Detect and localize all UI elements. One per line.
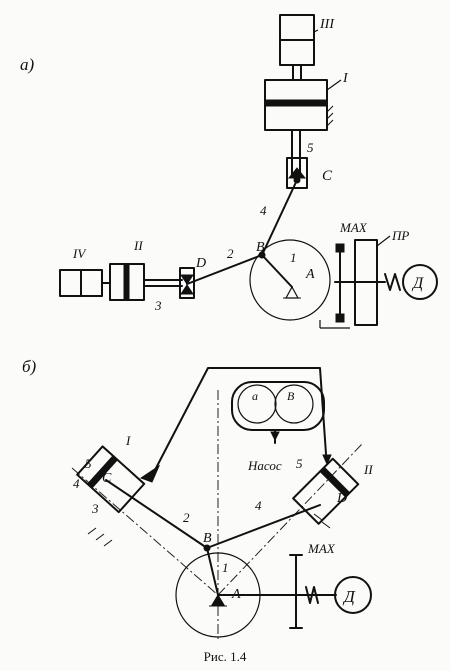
label-PR-a: ПР xyxy=(391,228,409,243)
spring-a xyxy=(384,273,401,291)
rod-4 xyxy=(261,179,298,256)
crank-disk-a xyxy=(249,239,331,321)
label-C-b: C xyxy=(102,471,112,486)
label-D-a: D xyxy=(195,256,206,271)
figure-caption: Рис. 1.4 xyxy=(204,649,247,664)
label-2-a: 2 xyxy=(227,246,234,261)
label-motor-b: Д xyxy=(342,587,356,606)
panel-a-label: а) xyxy=(20,55,35,74)
pipe-loop xyxy=(154,367,327,471)
rod-2 xyxy=(186,254,263,285)
label-5-right-b: 5 xyxy=(296,456,303,471)
flywheel-PR xyxy=(354,239,378,326)
label-D-b: D xyxy=(336,491,347,506)
label-4-left-b: 4 xyxy=(73,476,80,491)
label-3-b: 3 xyxy=(91,501,99,516)
panel-b-label: б) xyxy=(22,357,37,376)
label-III-a: III xyxy=(319,17,335,32)
label-1-b: 1 xyxy=(222,560,229,575)
label-motor-a: Д xyxy=(411,275,424,292)
label-1-a: 1 xyxy=(290,250,297,265)
pump-housing xyxy=(231,381,325,431)
gear-a xyxy=(237,384,277,424)
label-II-a: II xyxy=(133,238,143,253)
crank-1 xyxy=(261,254,293,288)
label-A-a: A xyxy=(305,267,315,282)
motor-D-a xyxy=(402,264,438,300)
axis-right xyxy=(217,443,363,596)
label-IV-a: IV xyxy=(72,246,87,261)
panel-b: б) a B Насос I 5 4 C 3 xyxy=(22,357,373,640)
label-MAX-a: MAX xyxy=(339,220,368,235)
svg-text:a: a xyxy=(252,389,258,403)
label-pump: Насос xyxy=(247,458,282,473)
rod-4-b xyxy=(206,504,321,549)
rod-2-b xyxy=(105,479,208,549)
motor-D-b xyxy=(334,576,372,614)
label-I-b: I xyxy=(125,433,131,448)
label-B-a: B xyxy=(256,240,265,255)
crank-1-b xyxy=(206,547,219,596)
label-C-a: C xyxy=(322,168,333,184)
label-I-a: I xyxy=(342,71,349,86)
label-2-b: 2 xyxy=(183,510,190,525)
guide-C xyxy=(286,157,308,189)
guide-D xyxy=(179,267,195,299)
axis-left xyxy=(71,467,219,596)
label-4-b: 4 xyxy=(255,498,262,513)
label-B-b: B xyxy=(203,531,212,546)
gear-b xyxy=(274,384,314,424)
panel-a: а) III I 5 C 4 IV II xyxy=(20,14,438,329)
joint-B-a xyxy=(258,251,266,259)
spring-b xyxy=(305,586,319,604)
label-MAX-b: MAX xyxy=(307,541,336,556)
label-II-b: II xyxy=(363,462,373,477)
piston-I xyxy=(264,99,328,107)
label-5-a: 5 xyxy=(307,140,314,155)
svg-text:B: B xyxy=(287,389,295,403)
label-5-left-b: 5 xyxy=(85,456,92,471)
label-3-a: 3 xyxy=(154,298,162,313)
label-4-a: 4 xyxy=(260,203,267,218)
